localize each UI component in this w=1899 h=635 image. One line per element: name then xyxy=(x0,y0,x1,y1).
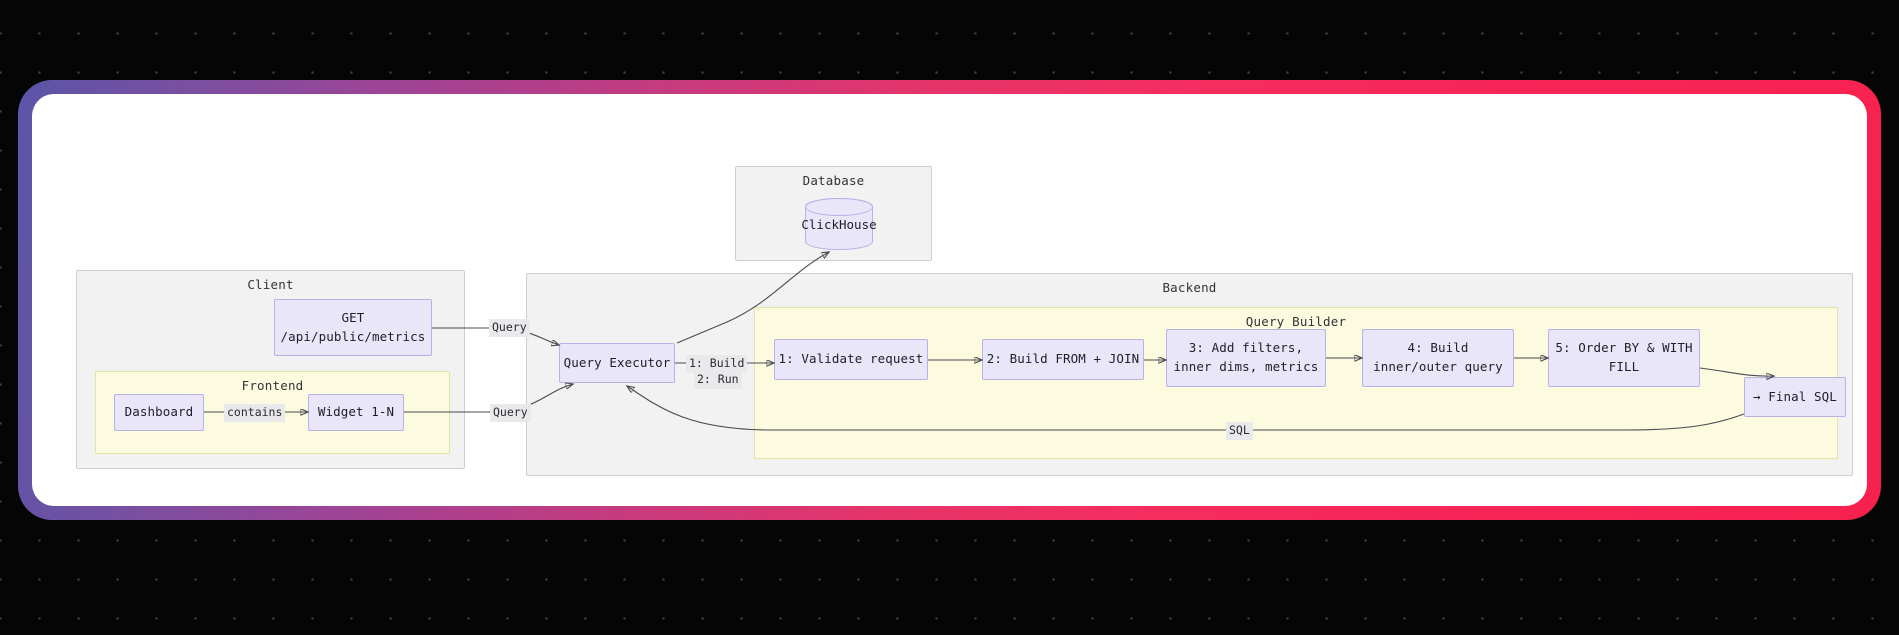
edge-label-finalsql-to-executor: SQL xyxy=(1226,422,1253,440)
node-clickhouse-label: ClickHouse xyxy=(801,216,877,232)
node-step-3-add-filters[interactable]: 3: Add filters, inner dims, metrics xyxy=(1166,329,1326,387)
subgraph-client-title: Client xyxy=(247,277,294,292)
node-step-5-order-by-with-fill[interactable]: 5: Order BY & WITH FILL xyxy=(1548,329,1700,387)
architecture-diagram: Database ClickHouse Client GET /api/publ… xyxy=(32,94,1867,506)
subgraph-backend-title: Backend xyxy=(1162,280,1217,295)
node-step-5-line2: FILL xyxy=(1608,359,1640,374)
node-final-sql[interactable]: → Final SQL xyxy=(1744,377,1846,417)
edge-label-executor-to-clickhouse: 2: Run xyxy=(694,371,742,389)
node-step-1-validate-request[interactable]: 1: Validate request xyxy=(774,339,928,380)
subgraph-frontend-title: Frontend xyxy=(241,378,304,393)
node-final-sql-label: → Final SQL xyxy=(1753,388,1837,404)
node-api-endpoint-path: /api/public/metrics xyxy=(280,328,426,344)
node-query-executor-label: Query Executor xyxy=(563,354,671,370)
node-api-endpoint-method: GET xyxy=(341,309,365,325)
gradient-frame: Database ClickHouse Client GET /api/publ… xyxy=(18,80,1881,520)
node-dashboard[interactable]: Dashboard xyxy=(114,394,204,431)
node-step-2-build-from-join[interactable]: 2: Build FROM + JOIN xyxy=(982,339,1144,380)
edge-label-dashboard-to-widget: contains xyxy=(224,404,286,422)
node-clickhouse[interactable]: ClickHouse xyxy=(801,198,877,250)
node-step-3-line2: inner dims, metrics xyxy=(1173,359,1319,374)
node-step-3-line1: 3: Add filters, xyxy=(1188,340,1304,356)
node-dashboard-label: Dashboard xyxy=(124,404,194,420)
node-widget[interactable]: Widget 1-N xyxy=(308,394,404,431)
subgraph-database-title: Database xyxy=(802,173,865,188)
subgraph-query-builder-title: Query Builder xyxy=(1245,314,1347,329)
diagram-canvas: Database ClickHouse Client GET /api/publ… xyxy=(32,94,1867,506)
node-step-4-line2: inner/outer query xyxy=(1373,359,1503,374)
edge-label-api-to-executor: Query xyxy=(489,319,530,337)
node-step-4-line1: 4: Build xyxy=(1407,340,1469,356)
node-step-1-label: 1: Validate request xyxy=(778,351,924,367)
node-step-2-label: 2: Build FROM + JOIN xyxy=(986,351,1140,367)
node-widget-label: Widget 1-N xyxy=(317,404,395,420)
edge-label-executor-to-step1: 1: Build xyxy=(686,355,748,373)
edge-label-widget-to-executor: Query xyxy=(490,404,531,422)
node-step-4-build-inner-outer-query[interactable]: 4: Build inner/outer query xyxy=(1362,329,1514,387)
node-api-endpoint[interactable]: GET /api/public/metrics xyxy=(274,299,432,356)
node-step-5-line1: 5: Order BY & WITH xyxy=(1555,340,1693,356)
node-query-executor[interactable]: Query Executor xyxy=(559,343,675,383)
